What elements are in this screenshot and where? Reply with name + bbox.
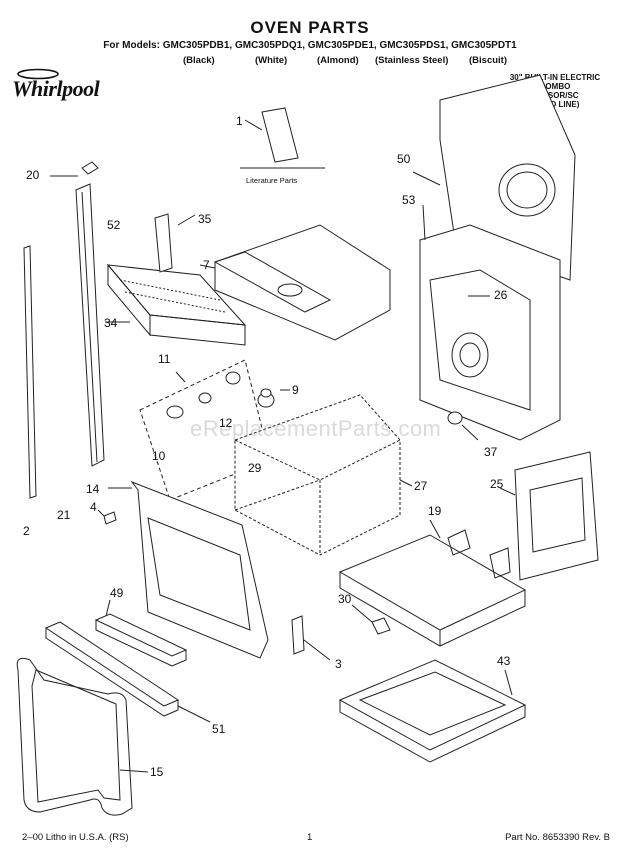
spec-line: COMBO (539, 82, 571, 91)
callout-19: 19 (428, 504, 442, 518)
callout-27: 27 (414, 479, 428, 493)
callout-26: 26 (494, 288, 508, 302)
spec-line: (GOLD LINE) (530, 100, 580, 109)
spec-line: 30" BUILT-IN ELECTRIC (509, 73, 601, 82)
bracket-part (447, 411, 479, 441)
callout-1: 1 (236, 114, 243, 128)
callout-12: 12 (219, 416, 233, 430)
logo-swoosh-icon (17, 68, 59, 80)
vent-part (94, 599, 188, 667)
model-variants: (Black) (White) (Almond) (Stainless Steel) (… (183, 55, 507, 66)
callout-3: 3 (335, 657, 342, 671)
callout-4: 4 (90, 500, 97, 514)
literature-parts-label: Literature Parts (246, 176, 298, 185)
callout-35: 35 (198, 212, 212, 226)
variant-label: (White) (255, 55, 288, 66)
callout-49: 49 (110, 586, 124, 600)
callout-50: 50 (397, 152, 411, 166)
callout-7: 7 (203, 258, 210, 272)
callout-11: 11 (158, 352, 171, 366)
spec-line: SENSOR/SC (531, 91, 579, 100)
side-trim-part (50, 161, 105, 467)
callout-14: 14 (86, 482, 100, 496)
door-gasket-part (16, 657, 149, 816)
callout-52: 52 (107, 218, 121, 232)
callout-2: 2 (23, 524, 30, 538)
side-panel-part (499, 451, 599, 581)
hinge-bracket-part (291, 615, 331, 661)
watermark: eReplacementParts.com (190, 416, 442, 441)
part-number: Part No. 8653390 Rev. B (505, 832, 610, 843)
callout-30: 30 (338, 592, 352, 606)
side-strip-part (23, 245, 37, 499)
top-panel-part (199, 224, 391, 341)
literature-part (240, 107, 325, 169)
model-list: For Models: GMC305PDB1, GMC305PDQ1, GMC3… (103, 40, 517, 51)
variant-label: (Almond) (317, 55, 359, 66)
door-trim-part (44, 621, 211, 723)
variant-label: (Biscuit) (469, 55, 507, 66)
control-knobs-part (139, 359, 290, 501)
print-note: 2–00 Litho in U.S.A. (RS) (22, 832, 129, 843)
door-frame-part (108, 480, 269, 659)
callout-51: 51 (212, 722, 226, 736)
callout-43: 43 (497, 654, 511, 668)
drip-tray-part (338, 659, 527, 763)
callout-25: 25 (490, 477, 504, 491)
callout-9: 9 (292, 383, 299, 397)
callout-15: 15 (150, 765, 164, 779)
variant-label: (Black) (183, 55, 215, 66)
control-panel-part (105, 213, 247, 346)
callout-34: 34 (104, 316, 118, 330)
callout-10: 10 (152, 449, 166, 463)
callout-20: 20 (26, 168, 40, 182)
page-title: OVEN PARTS (250, 18, 370, 37)
callout-21: 21 (57, 508, 71, 522)
variant-label: (Stainless Steel) (375, 55, 449, 66)
brand-logo: Whirlpool (12, 76, 100, 101)
callout-53: 53 (402, 193, 416, 207)
screw-part (97, 509, 117, 525)
spec-note: 30" BUILT-IN ELECTRIC COMBO SENSOR/SC (G… (500, 73, 610, 109)
oven-frame-part (419, 204, 561, 441)
oven-cavity-part (234, 394, 413, 556)
clip-part (351, 604, 391, 635)
page-number: 1 (307, 832, 313, 843)
bottom-panel-part (338, 519, 527, 647)
callout-37: 37 (484, 445, 498, 459)
callout-29: 29 (248, 461, 262, 475)
